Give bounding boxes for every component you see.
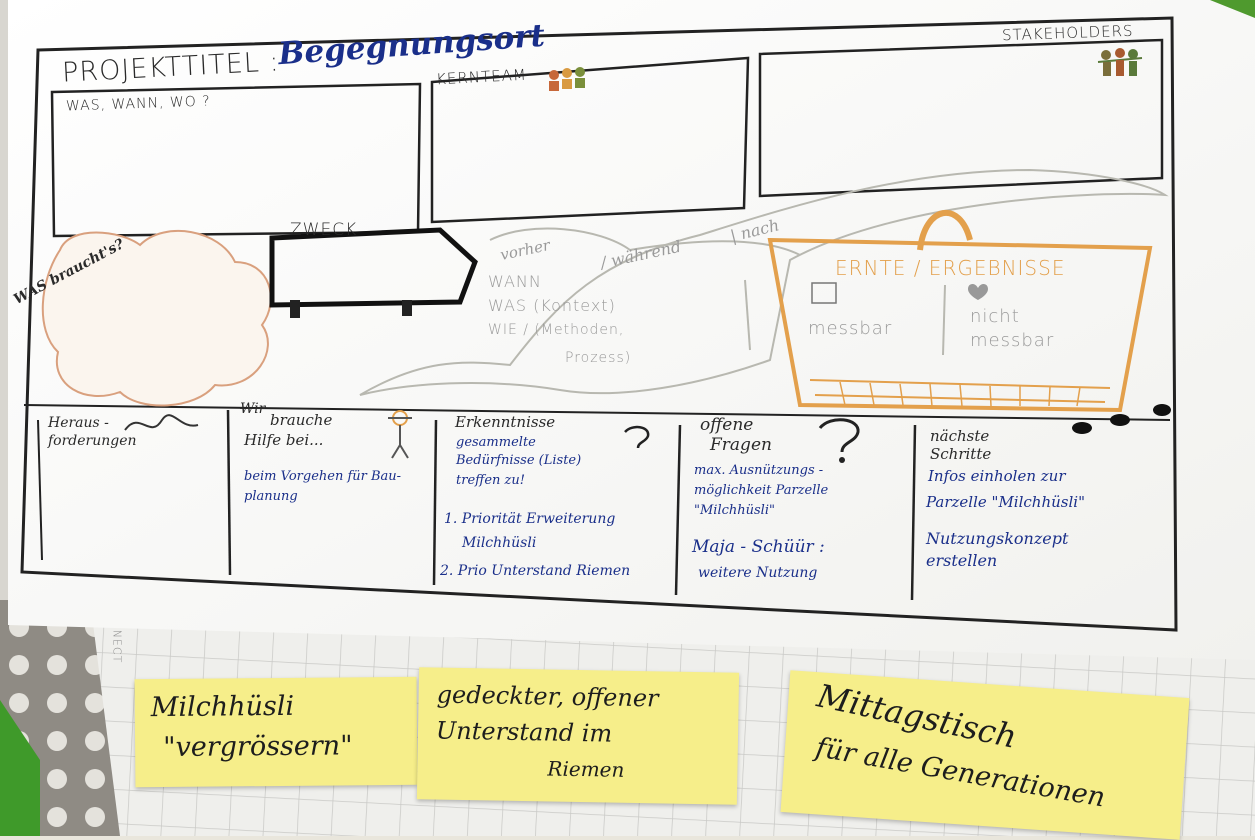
brauche-note-line1: beim Vorgehen für Bau- <box>244 469 402 484</box>
sticky-note-line: "vergrössern" <box>162 730 353 763</box>
brauche-line1: brauche <box>270 411 333 429</box>
ernte-title: ERNTE / ERGEBNISSE <box>835 256 1066 280</box>
erkenntnisse-title: Erkenntnisse <box>455 413 556 431</box>
erkenntnisse-line3: treffen zu! <box>456 473 525 488</box>
naechste-schritte-note3: Nutzungskonzept <box>926 529 1069 548</box>
sticky-note-line: Milchhüsli <box>150 690 295 724</box>
zweck-label: ZWECK <box>290 220 358 240</box>
sticky-note-milchhuesli: Milchhüsli "vergrössern" <box>134 676 418 788</box>
background-text: NECT <box>110 629 124 664</box>
offene-fragen-note5: weitere Nutzung <box>698 565 818 581</box>
erkenntnisse-line1: gesammelte <box>456 435 536 450</box>
sticky-note-line: Riemen <box>547 756 625 782</box>
ernte-nicht: nicht <box>970 306 1020 327</box>
ernte-nicht-messbar: messbar <box>970 330 1055 351</box>
offene-fragen-line2: Fragen <box>710 435 772 455</box>
naechste-schritte-note2: Parzelle "Milchhüsli" <box>926 493 1085 511</box>
erkenntnisse-line5: Milchhüsli <box>462 535 537 551</box>
process-prozess: Prozess) <box>565 350 632 366</box>
sticky-note-line: gedeckter, offener <box>436 680 659 713</box>
brauche-struck-word: Wir <box>240 401 266 417</box>
offene-fragen-note4: Maja - Schüür : <box>692 537 825 557</box>
brauche-note-line2: planung <box>244 489 298 504</box>
naechste-schritte-line1: nächste <box>930 427 990 445</box>
erkenntnisse-line4: 1. Priorität Erweiterung <box>444 511 616 527</box>
offene-fragen-note2: möglichkeit Parzelle <box>694 483 829 498</box>
process-wie-methoden: WIE / (Methoden, <box>488 322 625 338</box>
process-wann: WANN <box>488 272 542 291</box>
ernte-messbar: messbar <box>808 318 893 339</box>
offene-fragen-line1: offene <box>700 415 754 435</box>
erkenntnisse-line2: Bedürfnisse (Liste) <box>456 453 582 468</box>
herausforderungen-line2: forderungen <box>48 433 137 449</box>
offene-fragen-note3: "Milchhüsli" <box>694 503 775 518</box>
erkenntnisse-line6: 2. Prio Unterstand Riemen <box>440 563 631 579</box>
herausforderungen-line1: Heraus - <box>48 415 109 431</box>
sticky-note-line: für alle Generationen <box>813 732 1108 814</box>
sticky-note-unterstand: gedeckter, offener Unterstand im Riemen <box>416 667 740 805</box>
naechste-schritte-note1: Infos einholen zur <box>928 467 1066 485</box>
sticky-note-line: Unterstand im <box>435 716 613 748</box>
sticky-note-mittagstisch: Mittagstisch für alle Generationen <box>780 670 1190 840</box>
process-was-kontext: WAS (Kontext) <box>488 296 616 315</box>
offene-fragen-note1: max. Ausnützungs - <box>694 463 824 478</box>
naechste-schritte-note4: erstellen <box>926 551 998 570</box>
brauche-line2: Hilfe bei... <box>244 431 324 449</box>
naechste-schritte-line2: Schritte <box>930 445 992 463</box>
